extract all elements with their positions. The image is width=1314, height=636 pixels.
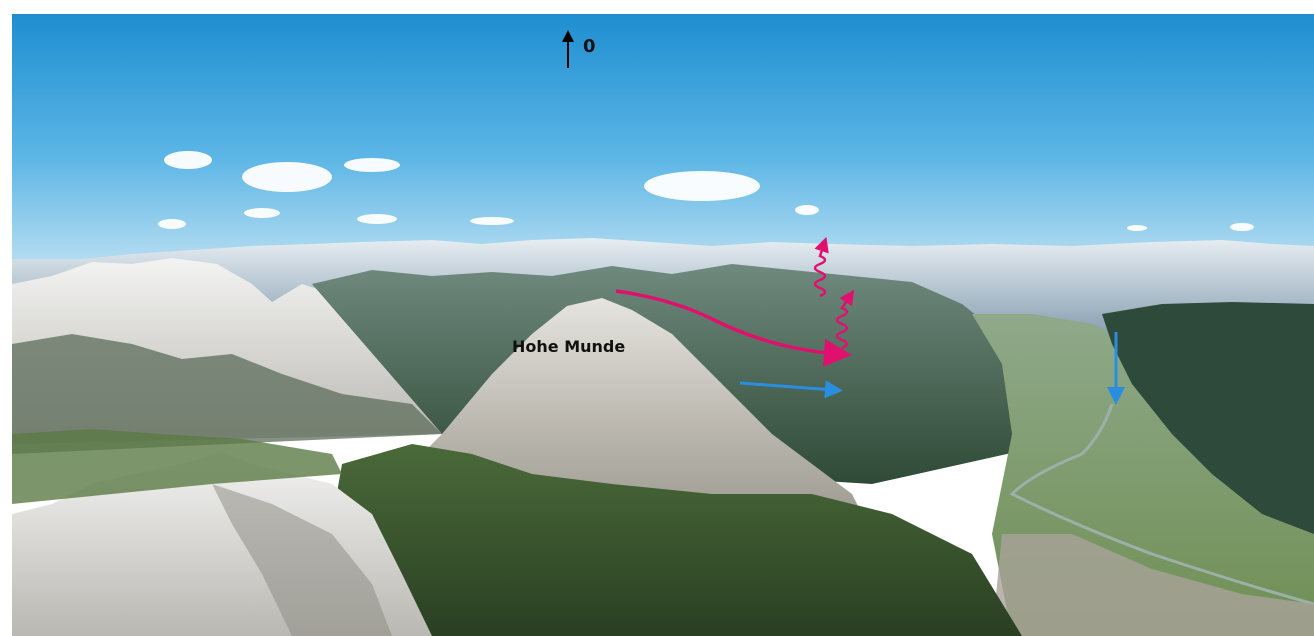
thermal-spiral-upper	[813, 236, 829, 298]
foreground-ridge-shadow	[212, 484, 392, 636]
flight-path-arrow	[615, 289, 852, 367]
forest-slopes	[312, 444, 1022, 636]
valley-wind-arrow	[739, 380, 843, 399]
sky	[12, 14, 1314, 274]
town	[992, 534, 1314, 636]
thermal-spiral-lower	[835, 289, 855, 350]
left-mountains-shadow	[12, 334, 442, 454]
alpine-panorama	[12, 14, 1314, 636]
right-forest	[1102, 302, 1314, 534]
peak-label: Hohe Munde	[512, 337, 626, 356]
clouds	[158, 151, 1254, 231]
valley-river	[1009, 403, 1314, 606]
left-meadows	[12, 429, 342, 504]
north-label: 0	[583, 36, 596, 57]
